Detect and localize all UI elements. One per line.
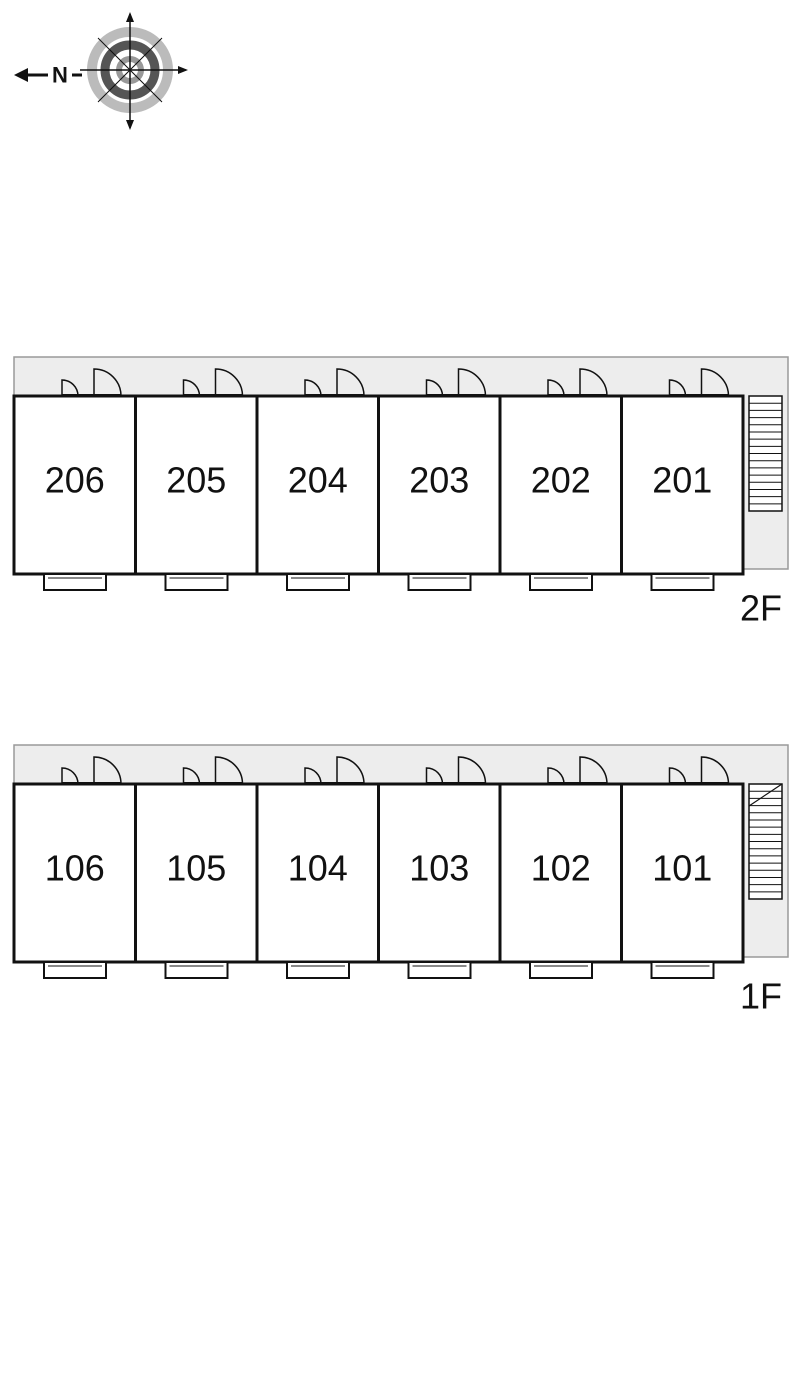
door-icon xyxy=(547,368,608,397)
balcony xyxy=(164,961,229,979)
staircase-icon xyxy=(748,395,783,512)
door-icon xyxy=(61,368,122,397)
unit-number: 204 xyxy=(288,460,348,501)
unit-201: 201 xyxy=(620,368,745,591)
unit-205: 205 xyxy=(134,368,259,591)
unit-104: 104 xyxy=(255,756,380,979)
compass-rose-icon xyxy=(80,12,188,130)
unit-outline xyxy=(12,394,137,576)
balcony xyxy=(529,573,593,591)
unit-number: 206 xyxy=(45,460,105,501)
unit-number: 202 xyxy=(531,460,591,501)
unit-number: 103 xyxy=(409,848,469,889)
door-icon xyxy=(304,368,365,397)
unit-outline xyxy=(134,394,259,576)
balcony xyxy=(407,961,472,979)
unit-outline xyxy=(255,394,380,576)
compass: N xyxy=(14,12,188,130)
door-icon xyxy=(547,756,608,785)
balcony xyxy=(286,573,350,591)
unit-number: 205 xyxy=(166,460,226,501)
door-icon xyxy=(182,756,244,785)
staircase-icon xyxy=(748,783,783,900)
balcony xyxy=(650,961,715,979)
balcony xyxy=(43,961,107,979)
unit-number: 105 xyxy=(166,848,226,889)
unit-106: 106 xyxy=(12,756,137,979)
unit-103: 103 xyxy=(377,756,502,979)
unit-number: 104 xyxy=(288,848,348,889)
balcony xyxy=(407,573,472,591)
door-icon xyxy=(61,756,122,785)
north-arrow-icon xyxy=(14,68,82,82)
unit-number: 101 xyxy=(652,848,712,889)
north-label: N xyxy=(52,63,68,88)
unit-202: 202 xyxy=(498,368,623,591)
unit-204: 204 xyxy=(255,368,380,591)
door-icon xyxy=(425,756,487,785)
unit-105: 105 xyxy=(134,756,259,979)
balcony xyxy=(286,961,350,979)
door-icon xyxy=(668,756,730,785)
unit-102: 102 xyxy=(498,756,623,979)
balcony xyxy=(529,961,593,979)
unit-outline xyxy=(12,782,137,964)
door-icon xyxy=(425,368,487,397)
floors: 206 205 204 203 202 201 2F 106 105 104 103 102 101 1F xyxy=(12,356,789,1017)
floor-label: 2F xyxy=(740,588,782,629)
unit-number: 201 xyxy=(652,460,712,501)
balcony xyxy=(650,573,715,591)
unit-outline xyxy=(134,782,259,964)
unit-203: 203 xyxy=(377,368,502,591)
unit-number: 203 xyxy=(409,460,469,501)
balcony xyxy=(43,573,107,591)
floor-1f: 106 105 104 103 102 101 1F xyxy=(12,744,789,1017)
floor-label: 1F xyxy=(740,976,782,1017)
balcony xyxy=(164,573,229,591)
unit-101: 101 xyxy=(620,756,745,979)
door-icon xyxy=(668,368,730,397)
unit-number: 106 xyxy=(45,848,105,889)
unit-206: 206 xyxy=(12,368,137,591)
door-icon xyxy=(182,368,244,397)
unit-number: 102 xyxy=(531,848,591,889)
door-icon xyxy=(304,756,365,785)
floor-2f: 206 205 204 203 202 201 2F xyxy=(12,356,789,629)
